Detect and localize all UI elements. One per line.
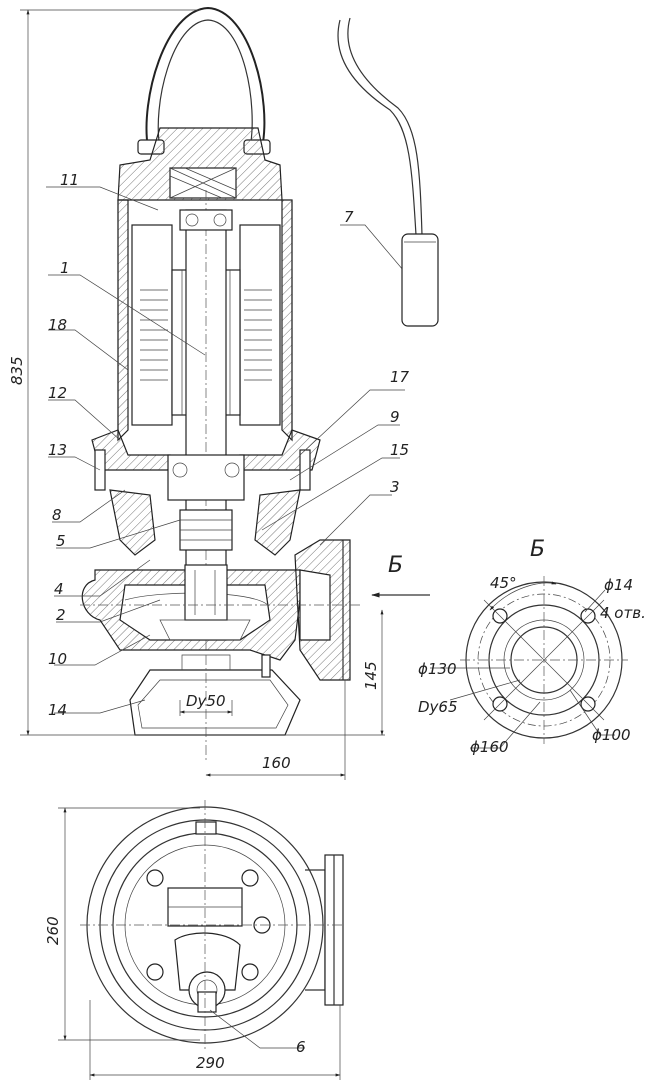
part-label-18: 18 — [48, 316, 67, 334]
part-label-13: 13 — [48, 441, 67, 459]
part-label-6: 6 — [296, 1038, 306, 1056]
part-label-4: 4 — [54, 580, 64, 598]
part-label-15: 15 — [390, 441, 409, 459]
flange-dy: Dy65 — [418, 698, 458, 716]
leader-lines — [46, 186, 421, 714]
flange-view — [430, 576, 628, 749]
part-label-14: 14 — [48, 701, 67, 719]
part-label-17: 17 — [390, 368, 410, 386]
part-label-12: 12 — [48, 384, 67, 402]
part-label-3: 3 — [390, 478, 400, 496]
part-label-2: 2 — [56, 606, 66, 624]
part-label-8: 8 — [52, 506, 62, 524]
dimension-labels: 835 145 160 Dy50 260 290 Б Б 45° — [8, 356, 545, 1072]
float-switch — [337, 17, 439, 327]
flange-angle: 45° — [490, 574, 517, 592]
flange-d130: ϕ130 — [418, 660, 457, 678]
flange-hole-count: 4 отв. — [600, 604, 646, 622]
dim-width-bottom: 290 — [196, 1054, 225, 1072]
part-label-5: 5 — [56, 532, 66, 550]
dim-offset: 160 — [262, 754, 291, 772]
part-label-9: 9 — [390, 408, 400, 426]
dim-height: 835 — [8, 356, 26, 385]
flange-d100: ϕ100 — [592, 726, 631, 744]
main-dimensions — [20, 9, 430, 780]
dim-inlet: Dy50 — [186, 692, 226, 710]
pump-section-view — [80, 6, 360, 760]
dim-outlet-height: 145 — [362, 661, 380, 690]
flange-view-title: Б — [530, 537, 545, 562]
dim-width-top: 260 — [44, 916, 62, 945]
plan-view — [58, 800, 345, 1080]
part-label-11: 11 — [60, 171, 79, 189]
flange-d160: ϕ160 — [470, 738, 509, 756]
flange-hole-diameter: ϕ14 — [604, 576, 633, 594]
part-label-1: 1 — [60, 259, 70, 277]
flange-labels: ϕ14 4 отв. ϕ130 Dy65 ϕ160 ϕ100 — [418, 576, 646, 756]
part-labels: 11 1 18 12 13 8 5 4 2 10 14 17 9 15 3 7 … — [48, 171, 410, 1056]
section-arrow-label: Б — [388, 553, 403, 578]
part-label-7: 7 — [344, 208, 354, 226]
part-label-10: 10 — [48, 650, 67, 668]
